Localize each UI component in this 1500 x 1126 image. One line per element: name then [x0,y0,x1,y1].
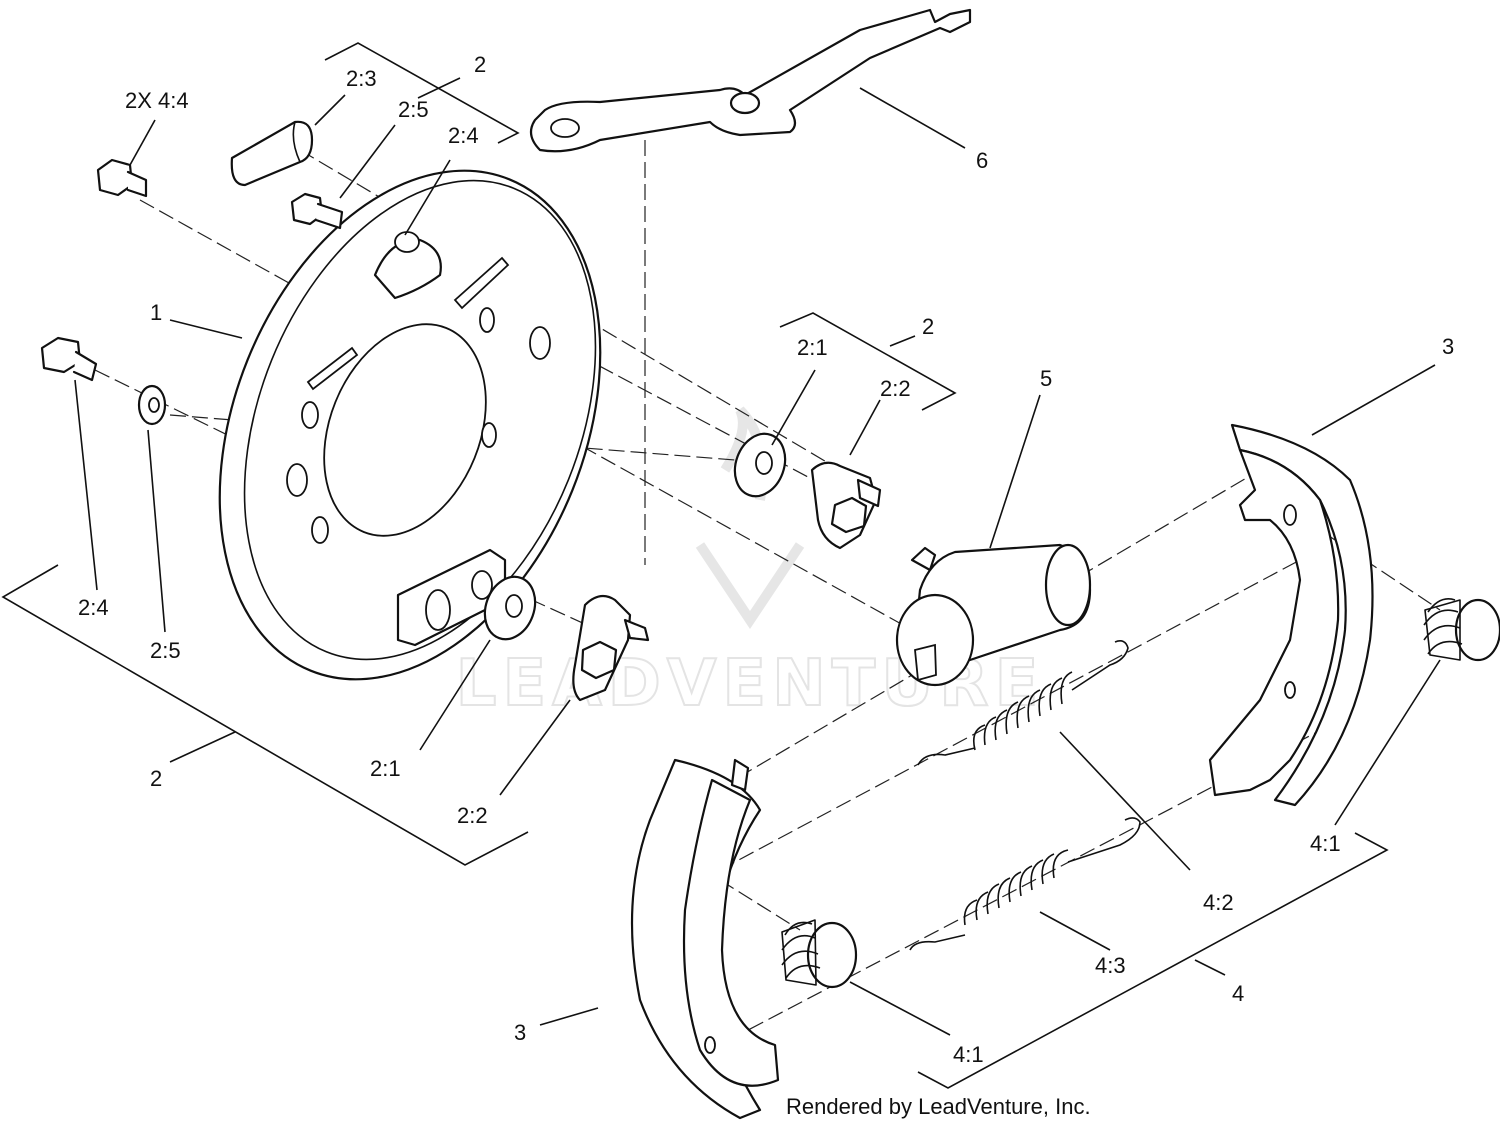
bolt-left [40,336,98,382]
callout-4-1-right: 4:1 [1310,831,1341,856]
callout-2-1-mid: 2:1 [797,335,828,360]
callout-4-2: 4:2 [1203,890,1234,915]
clevis-pin [230,120,314,187]
hold-down-spring-right [1423,598,1500,662]
callout-2-mid: 2 [922,314,934,339]
callout-1: 1 [150,300,162,325]
callout-4: 4 [1232,981,1244,1006]
callout-3-bottom: 3 [514,1020,526,1045]
bolt-top [96,158,148,198]
callout-2-4-top: 2:4 [448,123,479,148]
washer-mid [733,432,787,498]
callout-2-top: 2 [474,52,486,77]
backing-plate [218,169,602,681]
small-bolt-top [290,192,344,230]
return-spring-lower [909,817,1141,951]
leader-lines [1,42,1441,1089]
callout-6: 6 [976,148,988,173]
callout-4-3: 4:3 [1095,953,1126,978]
callout-5: 5 [1040,366,1052,391]
callout-2-2-mid: 2:2 [880,376,911,401]
callout-2-2-bottom: 2:2 [457,803,488,828]
render-credit: Rendered by LeadVenture, Inc. [786,1094,1091,1119]
callout-4-1-bottom: 4:1 [953,1042,984,1067]
brake-shoe-right [1208,423,1374,807]
brake-shoe-left [630,758,780,1120]
brake-lever-arm [529,8,972,153]
washer-left [137,384,167,426]
callout-2-5-left: 2:5 [150,638,181,663]
callout-2-5-top: 2:5 [398,97,429,122]
callout-2-left: 2 [150,766,162,791]
callout-3-right: 3 [1442,334,1454,359]
callout-labels: 2X 4:4 2:3 2 2:5 2:4 6 1 2 2:1 2:2 3 5 2… [78,52,1454,1067]
hold-down-spring-bottom [781,919,858,989]
return-spring-upper [917,640,1129,766]
washer-bottom [483,575,537,641]
wheel-cylinder [895,543,1092,687]
adjuster-mid [810,461,882,550]
adjuster-bottom [572,594,650,702]
callout-2-3: 2:3 [346,66,377,91]
callout-2x-4-4: 2X 4:4 [125,88,189,113]
callout-2-1-bottom: 2:1 [370,756,401,781]
callout-2-4-left: 2:4 [78,595,109,620]
